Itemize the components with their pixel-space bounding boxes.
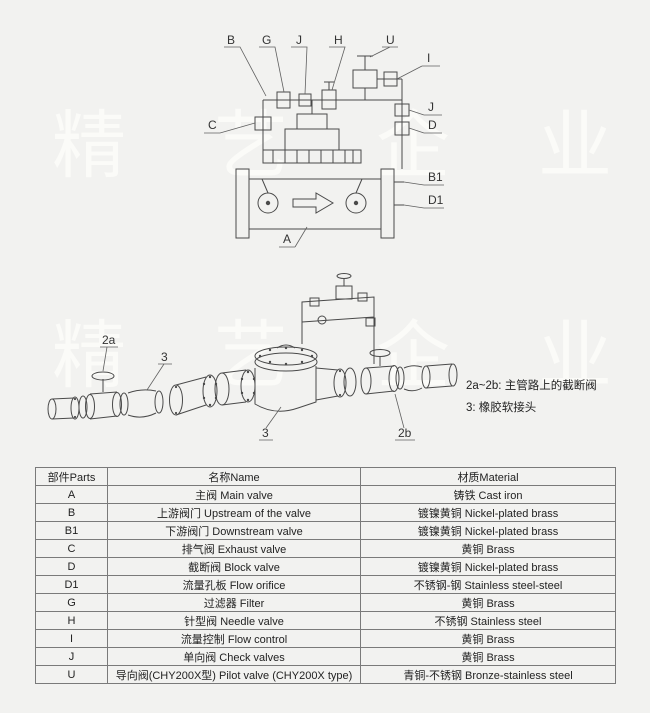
part-cell: G [35, 593, 108, 612]
label-D: D [428, 118, 437, 132]
part-cell: D [35, 557, 108, 576]
parts-table: 部件Parts 名称Name 材质Material A 主阀 Main valv… [35, 467, 616, 684]
rubber-joint-right [395, 365, 431, 392]
table-row: A 主阀 Main valve 铸铁 Cast iron [35, 485, 616, 504]
material-cell: 不锈钢 Stainless steel [360, 611, 616, 630]
name-cell: 导向阀(CHY200X型) Pilot valve (CHY200X type) [107, 665, 361, 684]
material-cell: 镀镍黄铜 Nickel-plated brass [360, 521, 616, 540]
label-A: A [283, 232, 291, 246]
rubber-joint-left [127, 389, 164, 418]
label-U: U [386, 33, 395, 47]
label-3-left: 3 [161, 350, 168, 364]
note-rubber-joint: 3: 橡胶软接头 [466, 400, 536, 414]
part-cell: B1 [35, 521, 108, 540]
part-cell: I [35, 629, 108, 648]
name-cell: 主阀 Main valve [107, 485, 361, 504]
main-valve-iso [254, 344, 318, 412]
label-H: H [334, 33, 343, 47]
block-valve-2a [85, 371, 122, 420]
table-row: I 流量控制 Flow control 黄铜 Brass [35, 629, 616, 648]
table-row: B1 下游阀门 Downstream valve 镀镍黄铜 Nickel-pla… [35, 521, 616, 540]
diagram1-labels: B G J H U I C J D B1 D1 A [208, 33, 444, 246]
label-C: C [208, 118, 217, 132]
table-row: B 上游阀门 Upstream of the valve 镀镍黄铜 Nickel… [35, 503, 616, 522]
block-valve-2b [360, 349, 400, 395]
part-cell: D1 [35, 575, 108, 594]
material-cell: 不锈钢-钢 Stainless steel-steel [360, 575, 616, 594]
label-D1: D1 [428, 193, 444, 207]
diaphragm-cover [262, 149, 362, 164]
port-right [345, 192, 367, 214]
part-cell: A [35, 485, 108, 504]
handwheel-2b [369, 349, 391, 357]
block-valve-D [394, 121, 410, 136]
table-row: U 导向阀(CHY200X型) Pilot valve (CHY200X typ… [35, 665, 616, 684]
material-cell: 黄铜 Brass [360, 647, 616, 666]
diagram2-notes: 2a~2b: 主管路上的截断阀 3: 橡胶软接头 [466, 378, 597, 414]
name-cell: 排气阀 Exhaust valve [107, 539, 361, 558]
label-I: I [427, 51, 430, 65]
label-2b: 2b [398, 426, 412, 440]
label-J-right: J [428, 100, 434, 114]
right-flange [380, 168, 395, 239]
material-cell: 黄铜 Brass [360, 629, 616, 648]
valve-diagrams: B G J H U I C J D B1 D1 A [47, 33, 597, 441]
part-cell: J [35, 647, 108, 666]
name-cell: 过滤器 Filter [107, 593, 361, 612]
label-J-top: J [296, 33, 302, 47]
material-cell: 黄铜 Brass [360, 539, 616, 558]
part-cell: H [35, 611, 108, 630]
material-cell: 铸铁 Cast iron [360, 485, 616, 504]
part-cell: U [35, 665, 108, 684]
bolt-dots [73, 346, 342, 419]
name-cell: 流量控制 Flow control [107, 629, 361, 648]
flow-arrow [292, 192, 334, 214]
table-row: D 截断阀 Block valve 镀镍黄铜 Nickel-plated bra… [35, 557, 616, 576]
label-B: B [227, 33, 235, 47]
name-cell: 单向阀 Check valves [107, 647, 361, 666]
name-cell: 下游阀门 Downstream valve [107, 521, 361, 540]
main-valve-diagram: B G J H U I C J D B1 D1 A [204, 33, 444, 248]
part-cell: C [35, 539, 108, 558]
exhaust-valve-C [254, 116, 272, 131]
bonnet [284, 128, 340, 151]
col-header-material: 材质Material [360, 467, 616, 486]
diagram1-leaders [204, 46, 444, 248]
part-cell: B [35, 503, 108, 522]
valve-body [249, 178, 381, 230]
left-flange [235, 168, 250, 239]
pilot-valve-U [352, 69, 378, 89]
material-cell: 镀镍黄铜 Nickel-plated brass [360, 503, 616, 522]
diagram2-leaders [100, 346, 415, 441]
note-block-valves: 2a~2b: 主管路上的截断阀 [466, 378, 597, 392]
name-cell: 上游阀门 Upstream of the valve [107, 503, 361, 522]
material-cell: 黄铜 Brass [360, 593, 616, 612]
diagram2-labels: 2a 3 3 2b [102, 333, 412, 440]
table-row: D1 流量孔板 Flow orifice 不锈钢-钢 Stainless ste… [35, 575, 616, 594]
table-row: H 针型阀 Needle valve 不锈钢 Stainless steel [35, 611, 616, 630]
name-cell: 针型阀 Needle valve [107, 611, 361, 630]
filter-G [276, 91, 291, 109]
table-row: G 过滤器 Filter 黄铜 Brass [35, 593, 616, 612]
label-3-bottom: 3 [262, 426, 269, 440]
name-cell: 截断阀 Block valve [107, 557, 361, 576]
material-cell: 青铜-不锈钢 Bronze-stainless steel [360, 665, 616, 684]
port-left [257, 192, 279, 214]
pilot-piping-iso [301, 273, 376, 364]
table-row: C 排气阀 Exhaust valve 黄铜 Brass [35, 539, 616, 558]
col-header-parts: 部件Parts [35, 467, 108, 486]
material-cell: 镀镍黄铜 Nickel-plated brass [360, 557, 616, 576]
table-header-row: 部件Parts 名称Name 材质Material [35, 467, 616, 486]
label-B1: B1 [428, 170, 443, 184]
table-row: J 单向阀 Check valves 黄铜 Brass [35, 647, 616, 666]
pilot-piping [262, 79, 403, 169]
col-header-name: 名称Name [107, 467, 361, 486]
label-G: G [262, 33, 271, 47]
label-2a: 2a [102, 333, 116, 347]
installation-diagram: 2a 3 3 2b 2a~2b: 主管路上的截断阀 3: 橡胶软接头 [47, 273, 597, 441]
name-cell: 流量孔板 Flow orifice [107, 575, 361, 594]
handwheel-2a [91, 371, 115, 381]
